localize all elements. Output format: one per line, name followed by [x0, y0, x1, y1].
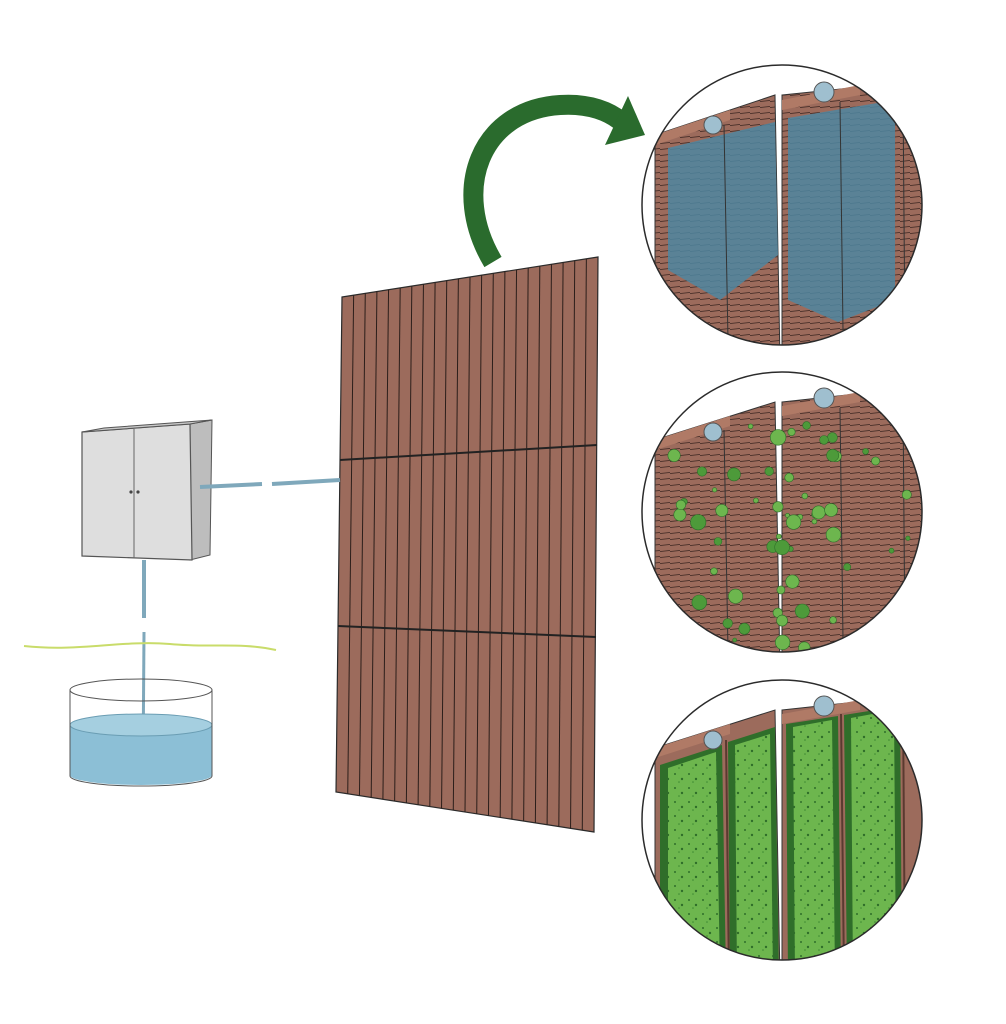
moss-patch	[905, 535, 911, 541]
moss-patch	[738, 622, 751, 635]
moss-patch	[690, 514, 707, 531]
moss-patch	[785, 514, 802, 530]
full-moss-detail	[642, 680, 922, 960]
moss-patch	[753, 497, 759, 504]
panel-slat-line	[499, 271, 506, 818]
moss-patch	[819, 435, 829, 445]
water-reservoir	[69, 678, 213, 787]
magnifier-circle-icon	[641, 64, 923, 346]
magnifier-circle-icon	[641, 371, 923, 653]
drip-nozzle-right-icon	[813, 81, 835, 103]
panel-slat-line	[523, 267, 529, 822]
panel-slat-line	[476, 275, 483, 814]
moss-patch	[727, 467, 741, 482]
early-moss-detail	[642, 372, 922, 652]
drip-nozzle-right-icon	[813, 387, 835, 409]
moss-patch	[696, 466, 707, 477]
panel-slat-line	[487, 273, 494, 816]
panel-slat-line	[347, 295, 355, 794]
moss-patch	[769, 429, 787, 446]
moss-patch	[775, 533, 782, 540]
moss-patch	[774, 634, 791, 651]
panel-seam-upper	[339, 444, 598, 461]
moss-patch	[798, 641, 811, 652]
moss-patch	[673, 508, 687, 522]
moss-patch	[774, 539, 790, 555]
moss-patch	[713, 537, 723, 546]
panel-slat-line	[558, 262, 564, 827]
moss-patch	[827, 432, 838, 443]
moss-patch	[825, 526, 842, 543]
drip-nozzle-left-icon	[703, 730, 723, 750]
moss-patch	[710, 567, 718, 575]
panel-slat-line	[570, 260, 576, 829]
moss-patch	[772, 501, 784, 513]
panel-slat-line	[417, 284, 424, 805]
stage-wet-panel	[641, 64, 923, 346]
wood-panel-wall	[335, 256, 599, 833]
water-film-left	[668, 122, 778, 300]
panel-slat-line	[394, 287, 401, 802]
moss-patch	[776, 614, 788, 627]
moss-patch	[901, 489, 912, 500]
panel-slat-line	[441, 280, 448, 809]
panel-slats	[347, 258, 587, 831]
panel-slat-line	[429, 282, 436, 807]
moss-patch	[871, 456, 880, 466]
moss-patch	[715, 504, 729, 517]
moss-patch	[785, 574, 800, 589]
moss-patches	[667, 421, 912, 652]
moss-patch	[794, 603, 810, 619]
moss-patch	[802, 421, 811, 430]
moss-patch	[784, 472, 794, 483]
stage-early-moss	[641, 371, 923, 653]
moss-patch	[712, 487, 718, 493]
moss-patch	[684, 619, 691, 626]
moss-patch	[811, 518, 818, 525]
moss-patch	[728, 588, 744, 604]
door-handle-left	[129, 490, 133, 494]
panel-slat-line	[546, 264, 552, 825]
moss-patch	[843, 563, 852, 571]
magnifier-circle-icon	[641, 679, 923, 961]
drip-nozzle-right-icon	[813, 695, 835, 717]
panel-slat-line	[464, 276, 471, 813]
moss-patch	[787, 427, 796, 436]
moss-patch	[888, 547, 895, 554]
moss-patch	[722, 618, 733, 629]
control-cabinet	[81, 419, 213, 561]
ground-line	[23, 642, 277, 651]
stage-full-moss	[641, 679, 923, 961]
moss-patch	[801, 492, 808, 500]
drip-nozzle-left-icon	[703, 115, 723, 135]
panel-slat-line	[452, 278, 459, 811]
panel-slat-line	[382, 289, 390, 800]
moss-patch	[667, 448, 681, 462]
panel-slat-line	[534, 266, 541, 823]
panel-slat-line	[511, 269, 518, 820]
panel-slat-line	[370, 291, 378, 798]
door-handle-right	[136, 490, 140, 494]
moss-patch	[824, 503, 838, 517]
moss-patch	[811, 505, 826, 520]
moss-patch	[862, 448, 869, 455]
curved-arrow	[463, 94, 645, 268]
moss-patch	[826, 448, 840, 462]
panel-slat-line	[581, 258, 587, 831]
moss-patch	[747, 423, 754, 429]
panel-slat-line	[358, 293, 366, 796]
moss-patch	[892, 611, 907, 625]
moss-patch	[705, 641, 716, 652]
moss-patch	[764, 466, 774, 476]
panel-slat-line	[405, 286, 413, 803]
moss-patch	[829, 616, 837, 624]
moss-patch	[732, 637, 738, 643]
moss-patch	[675, 499, 687, 511]
drip-nozzle-left-icon	[703, 422, 723, 442]
moss-patch	[691, 594, 707, 611]
panel-seam-lower	[337, 625, 597, 638]
moss-patch	[776, 585, 786, 595]
